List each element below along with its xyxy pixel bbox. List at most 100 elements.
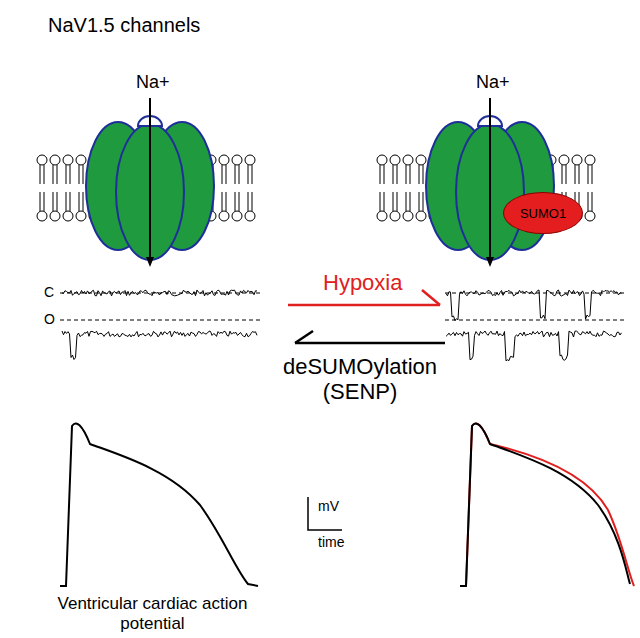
lipid-tail <box>44 192 45 211</box>
lipid-tail <box>397 165 398 184</box>
lipid-tail <box>566 165 567 184</box>
lipid-tail <box>83 165 84 184</box>
lipid-tail <box>562 165 563 184</box>
current-trace <box>62 331 257 360</box>
lipid-tail <box>222 192 223 211</box>
node-text: SUMO1 <box>520 206 566 221</box>
lipid-tail <box>588 192 589 211</box>
lipid-tail <box>222 165 223 184</box>
lipid-tail <box>592 165 593 184</box>
lipid-head <box>559 155 569 165</box>
lipid-tail <box>419 192 420 211</box>
lipid-head <box>245 211 255 221</box>
lipid-tail <box>248 165 249 184</box>
lipid-head <box>50 211 60 221</box>
label: O <box>44 311 55 327</box>
lipid-tail <box>239 165 240 184</box>
action-potential <box>460 423 630 586</box>
label: Hypoxia <box>323 270 402 295</box>
lipid-head <box>50 155 60 165</box>
lipid-tail <box>384 165 385 184</box>
label: C <box>44 284 54 300</box>
lipid-head <box>403 155 413 165</box>
label: mV <box>318 498 339 514</box>
lipid-tail <box>410 192 411 211</box>
lipid-head <box>219 155 229 165</box>
current-trace <box>446 331 622 361</box>
lipid-tail <box>235 165 236 184</box>
action-potential <box>60 423 258 586</box>
lipid-tail <box>40 165 41 184</box>
lipid-tail <box>252 192 253 211</box>
lipid-tail <box>66 165 67 184</box>
lipid-tail <box>423 165 424 184</box>
lipid-tail <box>588 165 589 184</box>
lipid-tail <box>57 192 58 211</box>
lipid-head <box>416 211 426 221</box>
lipid-tail <box>410 165 411 184</box>
lipid-tail <box>248 192 249 211</box>
lipid-head <box>390 211 400 221</box>
lipid-head <box>63 211 73 221</box>
lipid-head <box>37 211 47 221</box>
lipid-tail <box>70 192 71 211</box>
lipid-tail <box>406 192 407 211</box>
lipid-tail <box>393 165 394 184</box>
lipid-tail <box>579 165 580 184</box>
ion-flow-arrow <box>149 98 151 262</box>
lipid-head <box>377 155 387 165</box>
label: NaV1.5 channels <box>48 14 200 37</box>
lipid-tail <box>393 192 394 211</box>
label: Ventricular cardiac action potential <box>35 594 270 633</box>
lipid-tail <box>79 165 80 184</box>
lipid-head <box>232 211 242 221</box>
lipid-tail <box>397 192 398 211</box>
sumo-ellipse: SUMO1 <box>503 192 583 234</box>
lipid-tail <box>40 192 41 211</box>
lipid-head <box>76 211 86 221</box>
lipid-tail <box>592 192 593 211</box>
single-channel-traces <box>62 290 622 361</box>
lipid-tail <box>79 192 80 211</box>
lipid-head <box>37 155 47 165</box>
lipid-head <box>572 155 582 165</box>
lipid-head <box>403 211 413 221</box>
lipid-head <box>390 155 400 165</box>
lipid-head <box>76 155 86 165</box>
lipid-tail <box>423 192 424 211</box>
lipid-tail <box>235 192 236 211</box>
lipid-tail <box>575 165 576 184</box>
lipid-tail <box>70 165 71 184</box>
lipid-tail <box>406 165 407 184</box>
label: Na+ <box>476 72 510 93</box>
lipid-tail <box>53 192 54 211</box>
lipid-head <box>63 155 73 165</box>
action-potential-hypoxia <box>460 423 634 586</box>
scale-bar <box>308 497 342 530</box>
label: deSUMOylation (SENP) <box>255 354 465 405</box>
lipid-tail <box>380 192 381 211</box>
lipid-tail <box>239 192 240 211</box>
lipid-tail <box>66 192 67 211</box>
lipid-tail <box>380 165 381 184</box>
desumoylation-arrow <box>295 331 445 343</box>
label: time <box>318 534 344 550</box>
lipid-head <box>219 211 229 221</box>
lipid-tail <box>57 165 58 184</box>
lipid-tail <box>226 192 227 211</box>
current-trace <box>446 290 622 321</box>
lipid-tail <box>83 192 84 211</box>
lipid-head <box>232 155 242 165</box>
lipid-tail <box>226 165 227 184</box>
current-trace <box>62 290 257 296</box>
lipid-head <box>416 155 426 165</box>
lipid-tail <box>53 165 54 184</box>
lipid-tail <box>252 165 253 184</box>
lipid-head <box>245 155 255 165</box>
lipid-tail <box>44 165 45 184</box>
lipid-head <box>377 211 387 221</box>
lipid-tail <box>419 165 420 184</box>
ion-flow-arrow <box>489 98 491 262</box>
lipid-head <box>585 155 595 165</box>
lipid-head <box>585 211 595 221</box>
